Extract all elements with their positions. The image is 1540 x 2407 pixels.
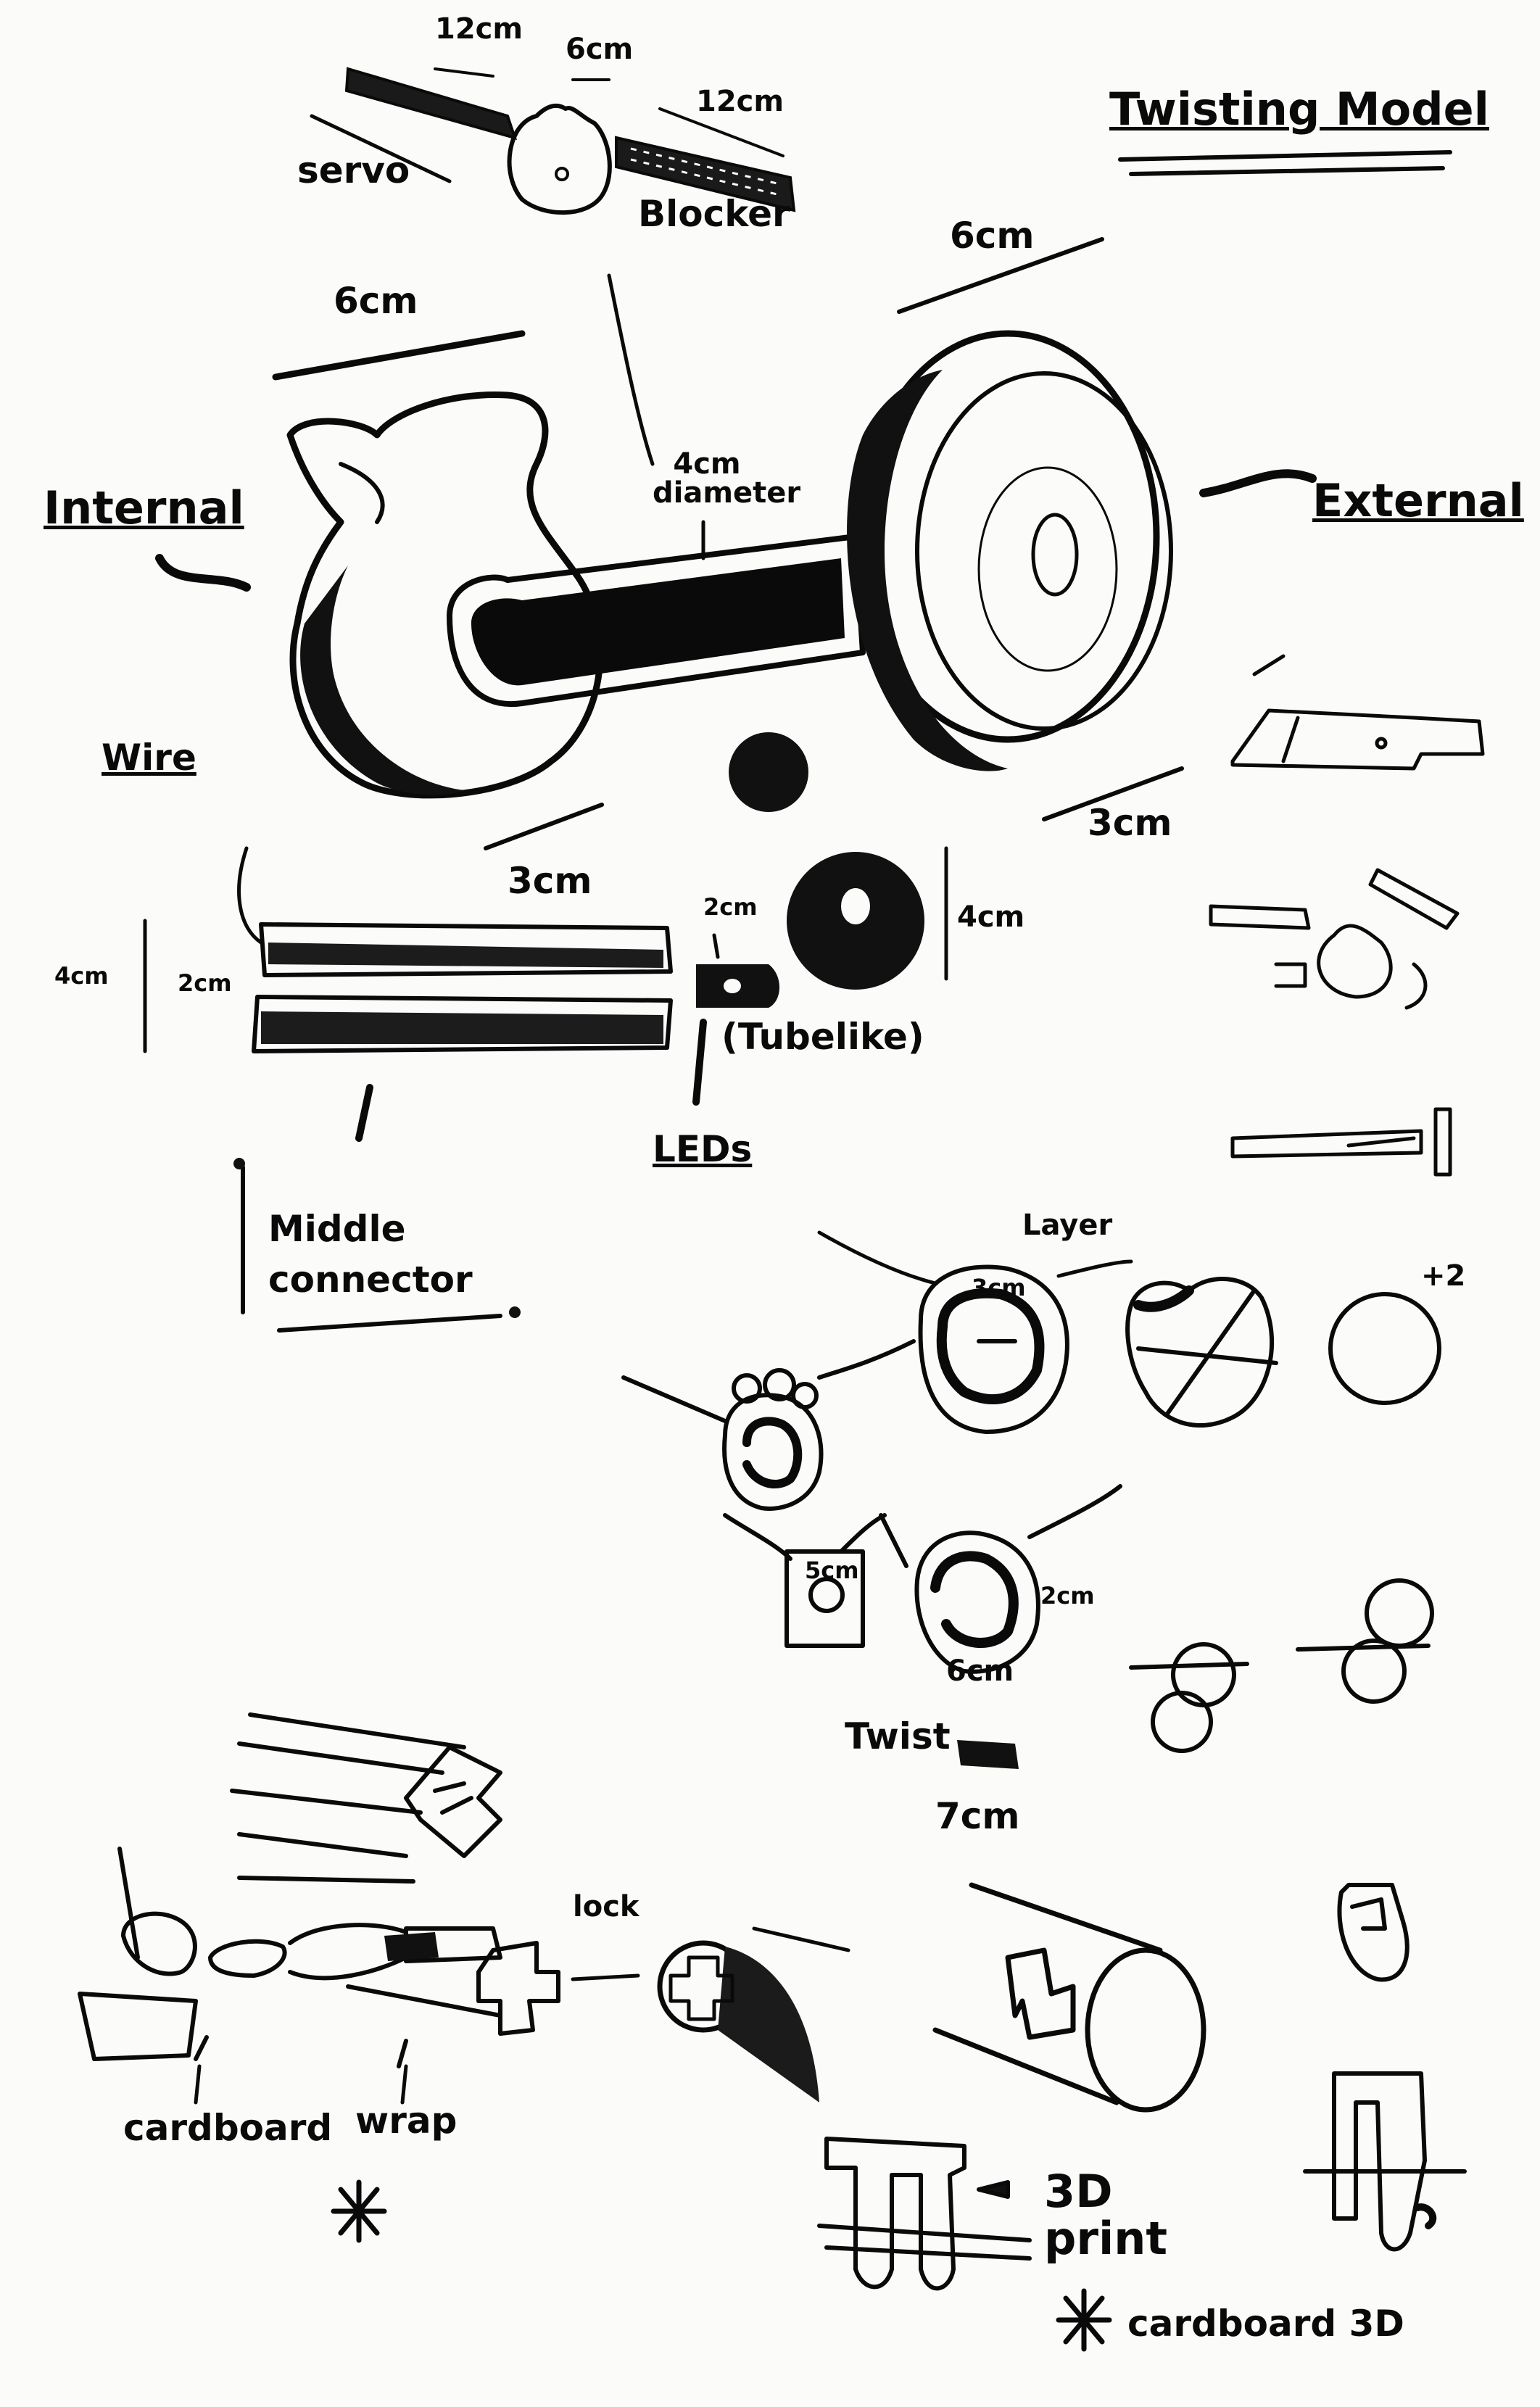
label-gap-2cm: 2cm (178, 969, 232, 997)
label-blocker: Blocker (638, 193, 790, 235)
label-height-4cm: 4cm (54, 962, 109, 990)
label-len-3cm-right: 3cm (1088, 802, 1172, 844)
label-width-6cm-right: 6cm (950, 215, 1035, 257)
print-3d-part-2 (1303, 2071, 1467, 2252)
led-bar-bottom (252, 995, 673, 1053)
servo-bar (344, 67, 518, 140)
label-diameter: 4cm diameter (653, 447, 801, 510)
twist-block (957, 1740, 1019, 1769)
label-top-blocker-len: 12cm (696, 85, 785, 118)
label-gap-2cm-b: 2cm (703, 893, 758, 921)
label-external: External (1312, 474, 1524, 527)
connector-arrow (355, 1084, 373, 1142)
small-black-disc (729, 732, 808, 812)
figure-eight-right (1296, 1578, 1434, 1704)
label-internal: Internal (44, 481, 244, 534)
label-ring-6cm: 6cm (946, 1654, 1014, 1688)
external-arrow (1199, 469, 1317, 497)
internal-arrow (155, 554, 251, 592)
layer-ring-large (918, 1264, 1069, 1434)
label-len-3cm-bottom: 3cm (508, 860, 592, 902)
connector-dot (233, 1158, 245, 1169)
label-cardboard: cardboard (123, 2107, 333, 2149)
plain-circle (1328, 1292, 1441, 1405)
wrap-dark-block (384, 1932, 439, 1961)
asterisk-left (331, 2179, 387, 2243)
asterisk-right (1056, 2288, 1112, 2352)
label-plus-two: +2 (1421, 1259, 1466, 1293)
cylinder-with-slot (932, 1882, 1206, 2113)
blocker-bar (615, 136, 796, 212)
hinge-sketch-2 (1209, 868, 1460, 1010)
lock-disc (657, 1926, 850, 2102)
twist-ring (879, 1484, 1122, 1674)
title-underline (1118, 150, 1452, 176)
main-dimension-arrows (272, 237, 1184, 850)
wrap-assembly (78, 1847, 560, 2068)
label-wrap: wrap (355, 2100, 458, 2142)
connector-dot-2 (509, 1306, 521, 1318)
figure-eight-left (1129, 1642, 1249, 1753)
label-twist: Twist (845, 1715, 951, 1757)
small-ring-left (621, 1339, 916, 1511)
shaft (447, 534, 866, 708)
label-leds: LEDs (653, 1128, 753, 1170)
label-middle-connector: Middle connector (268, 1208, 473, 1301)
bar-connector-plug (696, 964, 779, 1008)
label-tubelike: (Tubelike) (721, 1016, 924, 1058)
label-twist-len: 7cm (935, 1795, 1020, 1837)
hinge-sketch-1 (1230, 654, 1485, 771)
page-title: Twisting Model (1109, 83, 1489, 136)
top-dimension-arrows (310, 67, 785, 183)
round-disc-with-hole (787, 852, 924, 990)
led-arrow (692, 1019, 707, 1106)
crossed-ring (1125, 1277, 1278, 1428)
label-top-servo-len: 12cm (435, 12, 523, 46)
label-lock: lock (573, 1890, 639, 1923)
bar-dimensions (143, 846, 948, 1053)
label-wire: Wire (102, 737, 196, 779)
label-top-mid-len: 6cm (566, 33, 634, 66)
cross-beam-sketch (230, 1712, 502, 1884)
label-height-4cm-disc: 4cm (957, 900, 1025, 934)
pin-slot-small (1337, 1883, 1409, 1982)
internal-part (286, 391, 604, 799)
pin-sketch (1230, 1107, 1452, 1177)
layer-leader-lines (817, 1230, 1133, 1285)
lock-arrow (571, 1973, 640, 1981)
label-ring-5cm: 5cm (805, 1557, 859, 1584)
label-cardboard-note: cardboard 3D (1127, 2303, 1404, 2345)
label-layer: Layer (1022, 1209, 1113, 1242)
led-bar-top (259, 922, 673, 977)
cam-wheel (507, 103, 612, 215)
external-disc (847, 330, 1173, 771)
label-width-6cm-left: 6cm (334, 280, 418, 322)
print-3d-part (817, 2137, 1032, 2291)
pointer-arrows-bottom (194, 2064, 408, 2105)
label-servo: servo (297, 149, 410, 191)
label-ring-2cm: 2cm (1040, 1582, 1095, 1610)
box-sketch (723, 1513, 887, 1648)
label-ring-3cm: 3cm (972, 1274, 1026, 1301)
label-3d-print: 3D print (1044, 2165, 1167, 2266)
connector-bracket (241, 1165, 502, 1333)
